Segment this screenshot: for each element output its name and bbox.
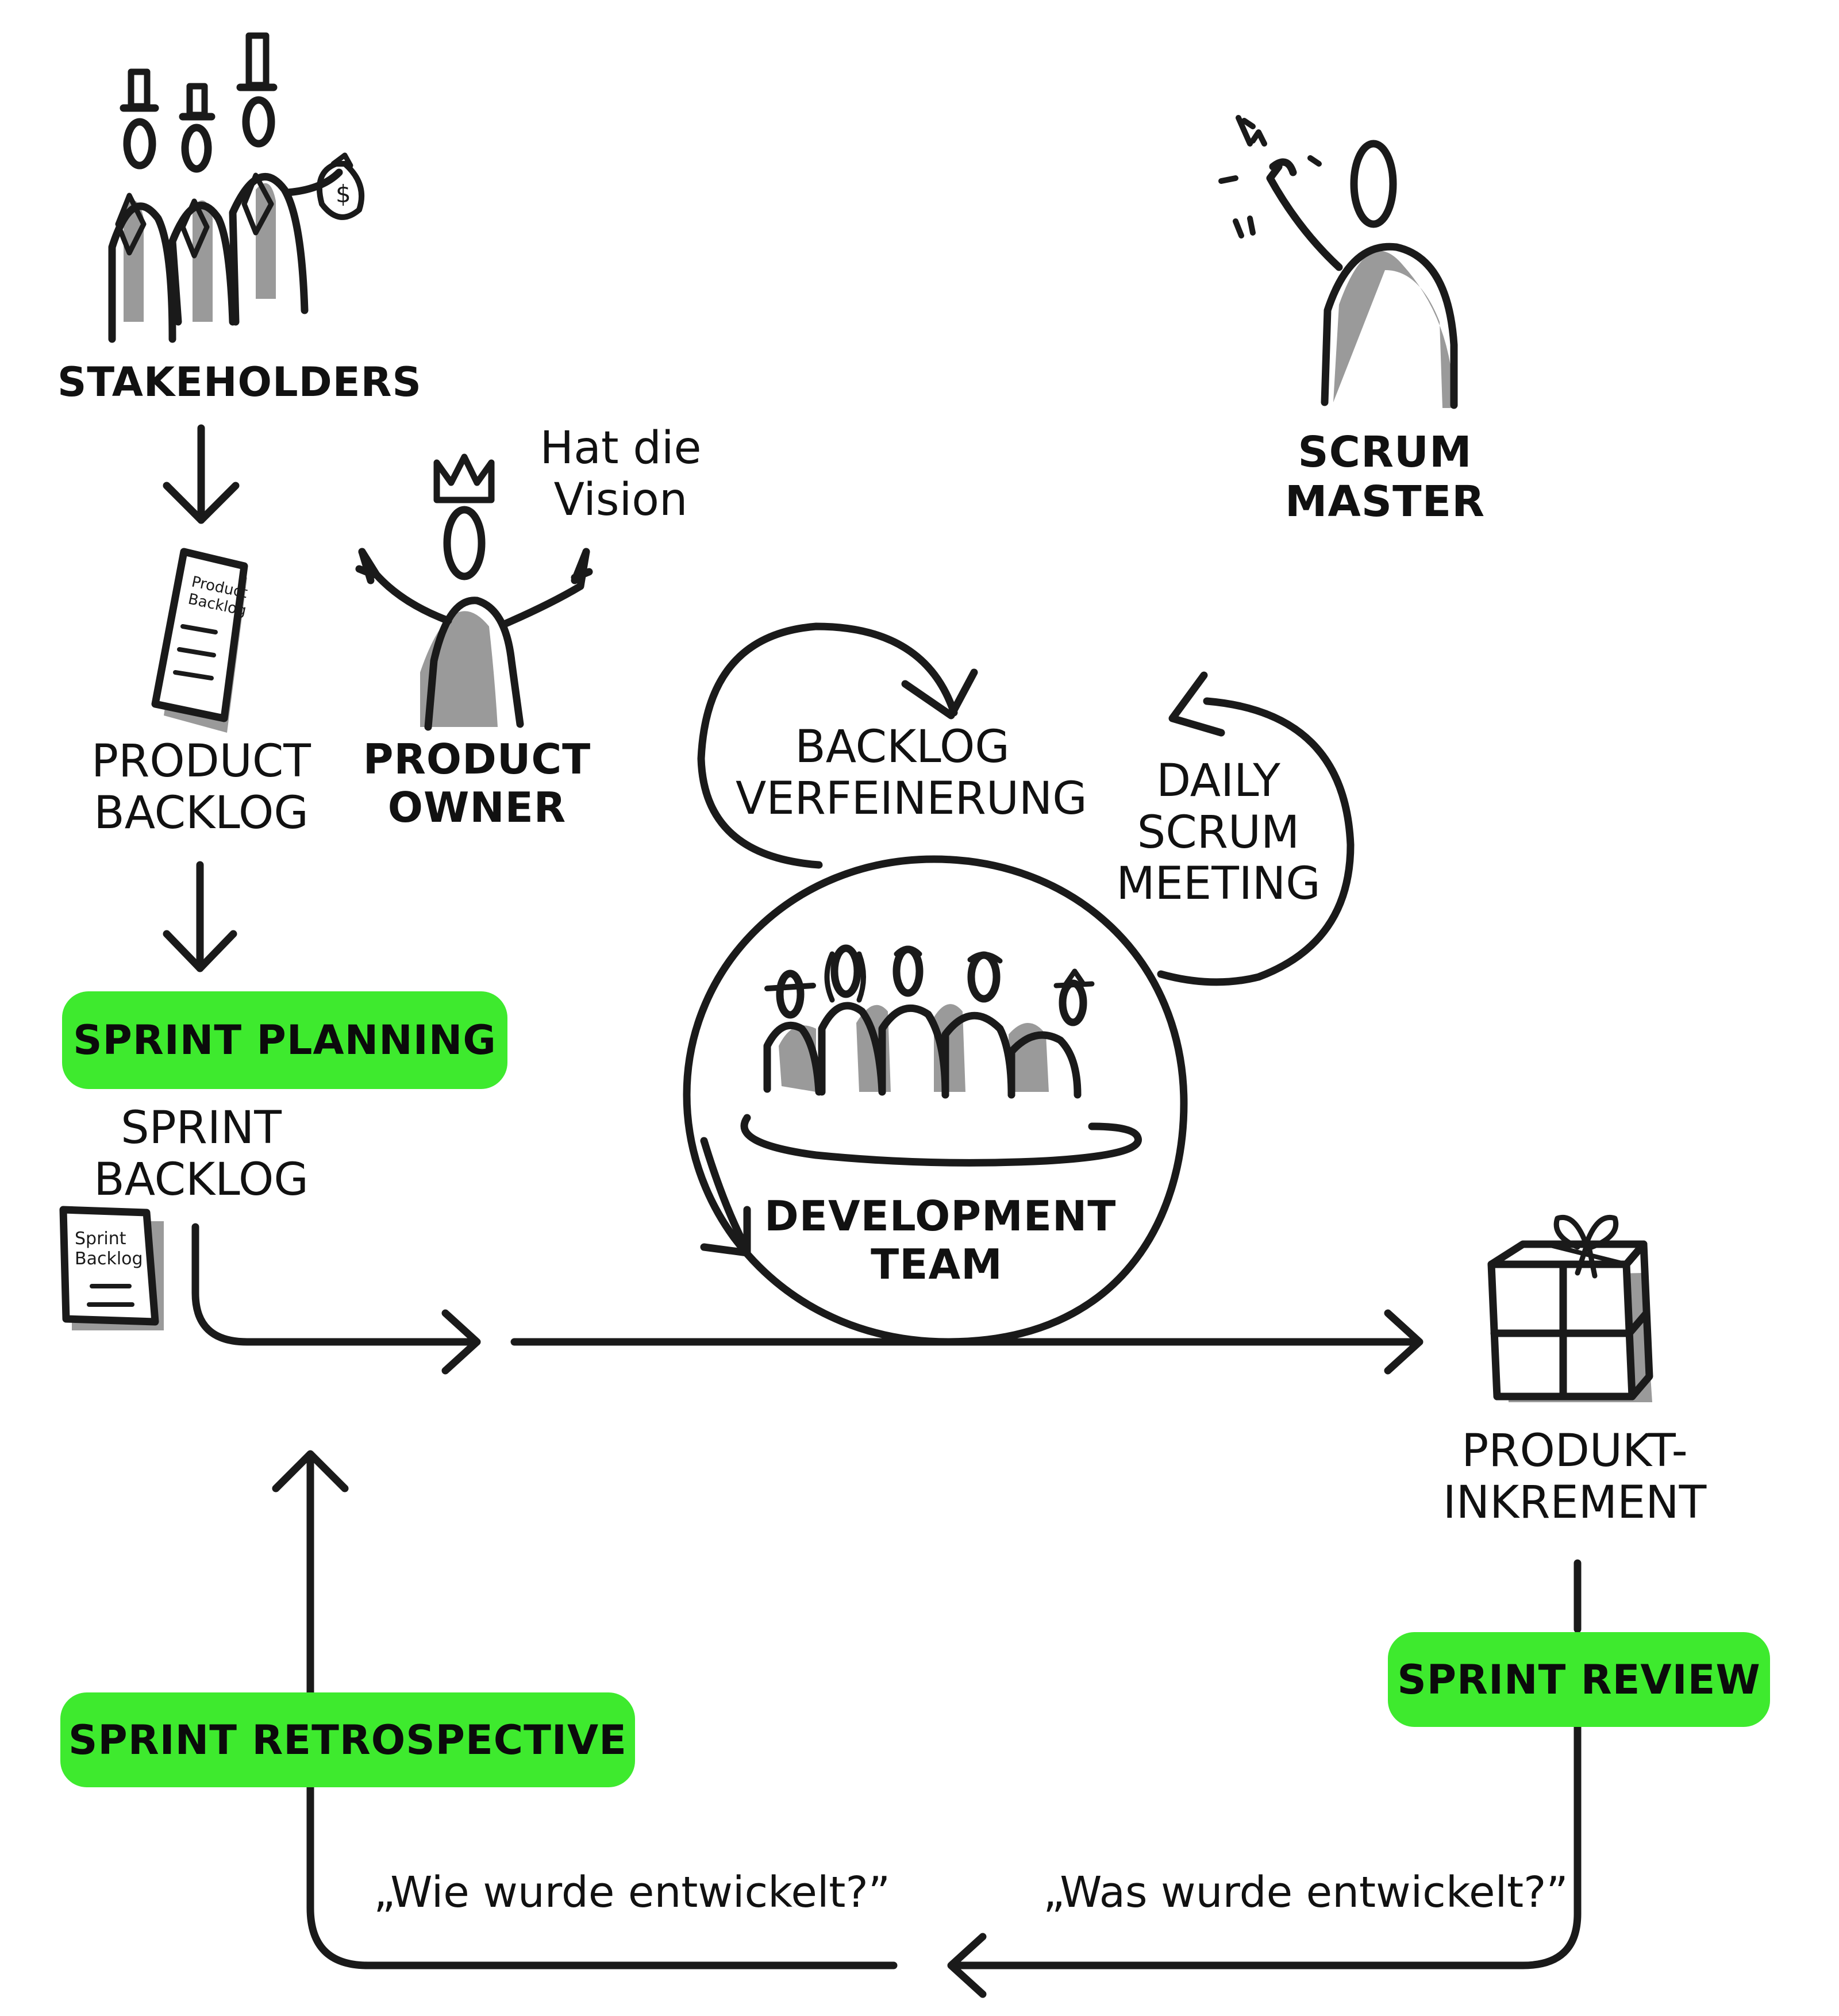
scrum-master-line2: MASTER [1284, 476, 1486, 526]
stakeholders-label: STAKEHOLDERS [57, 359, 422, 406]
product-owner-note: Hat die Vision [529, 422, 713, 526]
backlog-refinement-line1: BACKLOG [795, 721, 1010, 773]
money-bag-icon: $ [316, 152, 365, 220]
product-backlog-document-icon: Product Backlog [151, 548, 249, 733]
gift-box-icon [1487, 1215, 1653, 1402]
sprint-backlog-label: SPRINT BACKLOG [80, 1102, 322, 1206]
product-backlog-label: PRODUCT BACKLOG [80, 736, 322, 840]
sprint-planning-badge: SPRINT PLANNING [62, 991, 507, 1089]
sprint-retrospective-badge: SPRINT RETROSPECTIVE [60, 1692, 635, 1787]
daily-scrum-label: DAILY SCRUM MEETING [1109, 755, 1328, 910]
development-team-line1: DEVELOPMENT [764, 1192, 1117, 1240]
svg-text:Sprint: Sprint [75, 1229, 126, 1249]
product-owner-line1: PRODUCT [363, 735, 591, 783]
daily-scrum-line1: DAILY [1156, 755, 1280, 807]
retrospective-question: „Wie wurde entwickelt?” [374, 1868, 891, 1917]
stakeholders-figures-icon: $ [108, 32, 365, 343]
product-increment-line2: INKREMENT [1442, 1477, 1707, 1529]
product-backlog-line1: PRODUCT [91, 736, 311, 787]
product-owner-line2: OWNER [387, 783, 567, 832]
backlog-refinement-line2: VERFEINERUNG [736, 773, 1087, 825]
product-owner-label: PRODUCT OWNER [356, 735, 598, 832]
daily-scrum-line2: SCRUM [1137, 806, 1300, 859]
development-team-figures-icon [740, 944, 1142, 1167]
scrum-master-figure-icon [1218, 115, 1458, 409]
backlog-refinement-label: BACKLOG VERFEINERUNG [736, 721, 1087, 825]
scrum-master-label: SCRUM MASTER [1264, 428, 1506, 527]
product-owner-note-line2: Vision [553, 474, 688, 526]
scrum-master-line1: SCRUM [1298, 428, 1472, 477]
product-owner-note-line1: Hat die [540, 422, 702, 474]
sprint-review-badge: SPRINT REVIEW [1388, 1632, 1770, 1727]
sprint-backlog-line1: SPRINT [121, 1102, 282, 1154]
product-owner-figure-icon [355, 453, 593, 731]
product-increment-label: PRODUKT- INKREMENT [1437, 1425, 1713, 1529]
development-team-label: DEVELOPMENT TEAM [764, 1192, 1117, 1288]
sprint-backlog-document-icon: Sprint Backlog [59, 1206, 164, 1330]
product-increment-line1: PRODUKT- [1461, 1425, 1688, 1477]
development-team-line2: TEAM [871, 1240, 1003, 1288]
crown-icon [433, 453, 495, 503]
daily-scrum-line3: MEETING [1116, 858, 1321, 910]
svg-text:Backlog: Backlog [75, 1249, 143, 1269]
sprint-backlog-line2: BACKLOG [94, 1154, 309, 1206]
product-backlog-line2: BACKLOG [94, 787, 309, 840]
svg-text:$: $ [336, 180, 351, 208]
review-question: „Was wurde entwickelt?” [1043, 1868, 1568, 1917]
